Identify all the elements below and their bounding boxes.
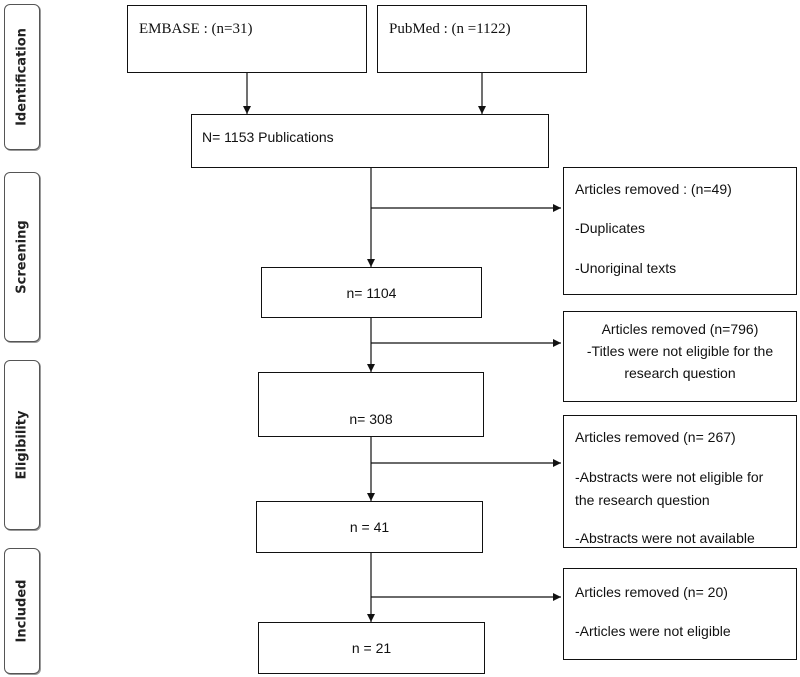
removed-final-title: Articles removed (n= 20) (575, 584, 728, 600)
assessed-text: n = 41 (349, 519, 390, 535)
assessed-box: n = 41 (256, 501, 483, 553)
removed-final-box: Articles removed (n= 20) -Articles were … (563, 568, 797, 660)
removed-titles-box: Articles removed (n=796) -Titles were no… (563, 311, 797, 402)
removed-abstracts-item: -Abstracts were not available (575, 530, 755, 546)
removed-duplicates-title: Articles removed : (n=49) (575, 181, 732, 197)
removed-titles-title: Articles removed (n=796) (601, 321, 759, 337)
phase-eligibility-label: Eligibility (14, 410, 30, 480)
phase-screening-label: Screening (14, 220, 30, 294)
screened-text: n= 1104 (346, 284, 397, 301)
phase-identification: Identification (4, 4, 40, 150)
source-pubmed-text: PubMed : (n =1122) (389, 21, 511, 37)
removed-abstracts-title: Articles removed (n= 267) (575, 429, 736, 445)
phase-included: Included (4, 548, 40, 674)
phase-identification-label: Identification (14, 28, 30, 126)
removed-abstracts-item: -Abstracts were not eligible for (575, 469, 764, 485)
included-text: n = 21 (351, 640, 392, 656)
phase-eligibility: Eligibility (4, 360, 40, 530)
removed-titles-item: -Titles were not eligible for the (586, 343, 774, 359)
removed-final-item: -Articles were not eligible (575, 623, 731, 639)
phase-included-label: Included (14, 579, 30, 643)
removed-abstracts-item: the research question (575, 492, 710, 508)
eligible-box: n= 308 (258, 372, 484, 437)
source-pubmed-box: PubMed : (n =1122) (377, 5, 587, 73)
removed-duplicates-item: -Duplicates (575, 220, 646, 236)
eligible-text: n= 308 (349, 411, 393, 427)
removed-duplicates-item: -Unoriginal texts (575, 260, 677, 276)
combined-text: N= 1153 Publications (202, 129, 334, 145)
source-embase-text: EMBASE : (n=31) (139, 21, 253, 37)
source-embase-box: EMBASE : (n=31) (127, 5, 367, 73)
removed-duplicates-box: Articles removed : (n=49) -Duplicates -U… (563, 167, 797, 295)
phase-screening: Screening (4, 172, 40, 342)
combined-box: N= 1153 Publications (191, 114, 549, 168)
included-box: n = 21 (258, 622, 485, 674)
removed-titles-item: research question (624, 365, 736, 381)
screened-box: n= 1104 (261, 267, 482, 318)
removed-abstracts-box: Articles removed (n= 267) -Abstracts wer… (563, 415, 797, 548)
